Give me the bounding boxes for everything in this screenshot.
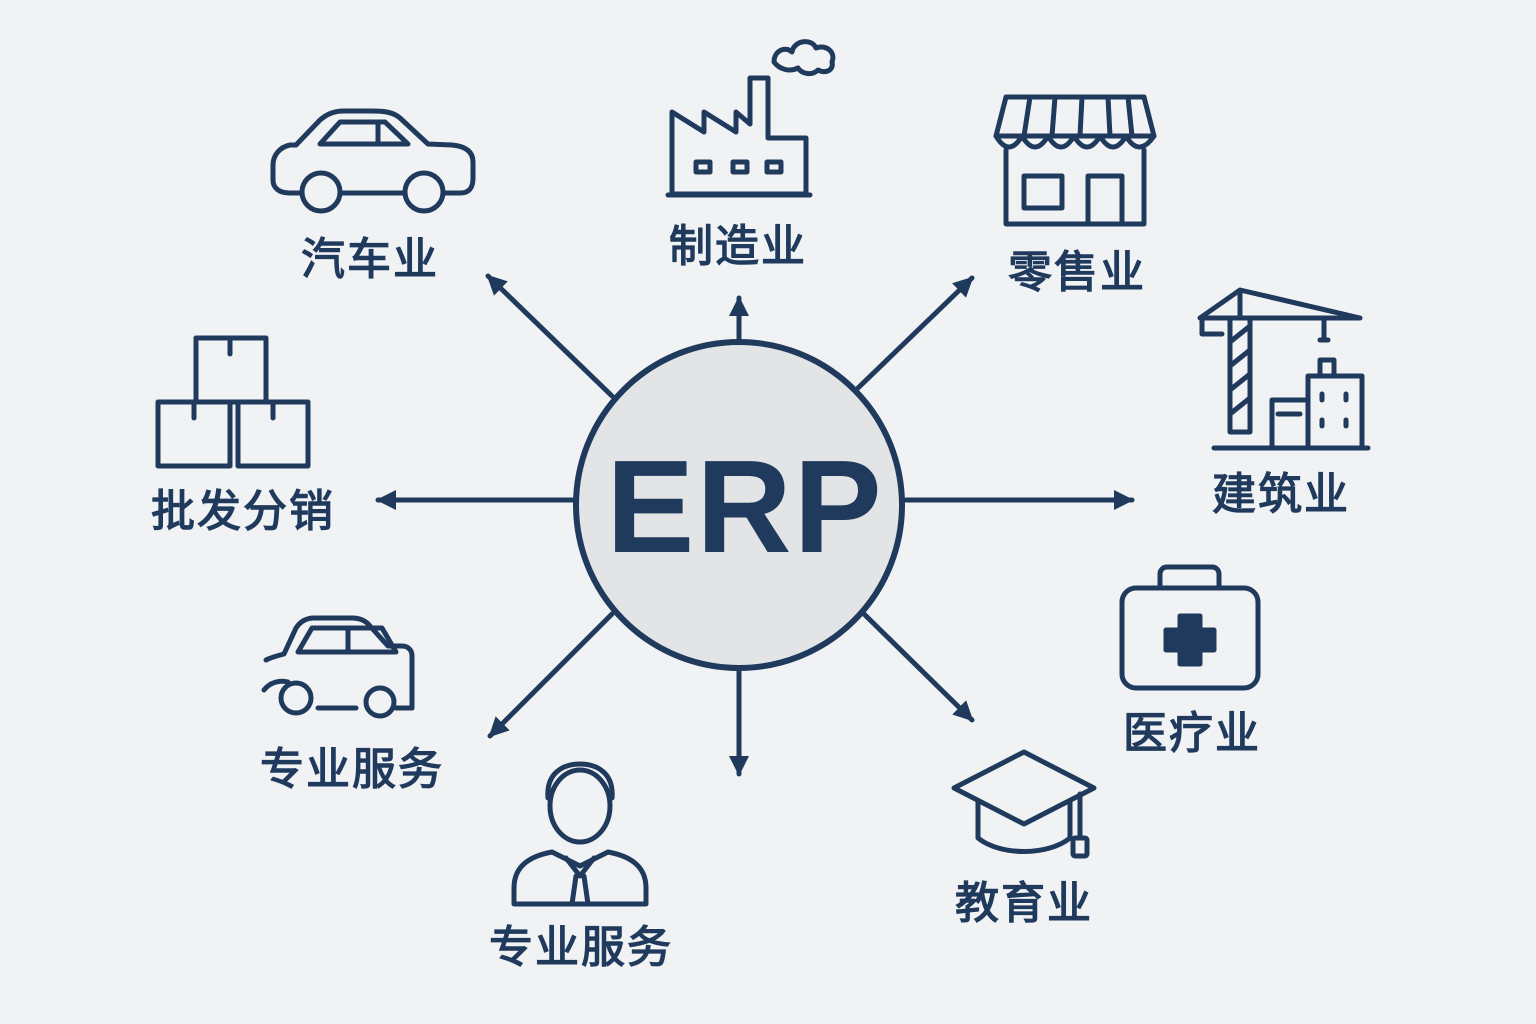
professional-person-icon [511, 761, 649, 907]
crane-icon [1197, 287, 1371, 451]
car-icon [270, 108, 476, 214]
arrow-services-vehicle [487, 611, 615, 739]
label-services-vehicle: 专业服务 [260, 744, 444, 795]
arrow-healthcare [861, 611, 975, 723]
label-construction: 建筑业 [1212, 469, 1350, 520]
connector-arrows [375, 273, 1135, 777]
arrow-automotive [485, 273, 615, 399]
arrow-retail [855, 275, 975, 391]
label-retail: 零售业 [1008, 247, 1146, 298]
label-healthcare: 医疗业 [1123, 708, 1261, 759]
medical-kit-icon [1119, 564, 1261, 691]
delivery-van-icon [261, 615, 415, 719]
graduation-cap-icon [951, 749, 1097, 859]
label-manufacturing: 制造业 [669, 221, 807, 272]
erp-hub-circle [573, 339, 905, 671]
label-automotive: 汽车业 [301, 234, 439, 285]
label-wholesale: 批发分销 [151, 486, 335, 537]
storefront-icon [993, 94, 1157, 227]
label-education: 教育业 [955, 878, 1093, 929]
stacked-boxes-icon [155, 335, 311, 469]
label-services-person: 专业服务 [489, 922, 673, 973]
erp-hub-label: ERP [606, 433, 883, 580]
factory-icon [665, 39, 836, 198]
